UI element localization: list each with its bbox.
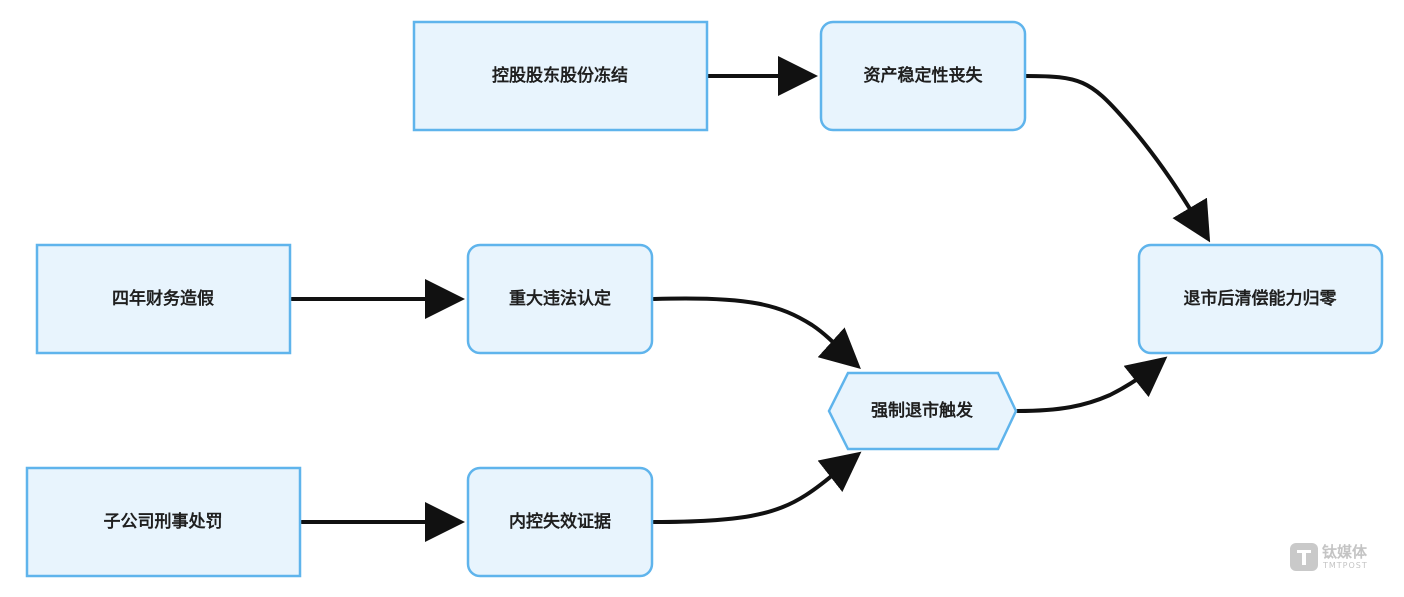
node-control-fail[interactable]: 内控失效证据: [466, 466, 654, 578]
node-control-fail-label: 内控失效证据: [509, 511, 611, 532]
node-criminal-label: 子公司刑事处罚: [104, 511, 223, 532]
node-freeze[interactable]: 控股股东股份冻结: [412, 20, 709, 132]
edge-asset-loss-to-zero: [1024, 74, 1211, 243]
node-fraud[interactable]: 四年财务造假: [35, 243, 292, 355]
node-violation[interactable]: 重大违法认定: [466, 243, 654, 355]
watermark-en: TMTPOST: [1323, 561, 1368, 570]
node-delisting-label: 强制退市触发: [871, 400, 974, 421]
node-delisting[interactable]: 强制退市触发: [827, 371, 1018, 451]
node-asset-loss[interactable]: 资产稳定性丧失: [819, 20, 1027, 132]
edges: [290, 56, 1211, 542]
node-fraud-label: 四年财务造假: [112, 288, 214, 309]
edge-delisting-to-zero: [1016, 356, 1168, 413]
node-asset-loss-label: 资产稳定性丧失: [864, 65, 984, 86]
node-freeze-label: 控股股东股份冻结: [492, 65, 628, 86]
tmtpost-logo-icon: [1290, 543, 1318, 571]
edge-control-fail-to-delisting: [652, 451, 862, 524]
node-violation-label: 重大违法认定: [509, 288, 611, 309]
node-zero[interactable]: 退市后清偿能力归零: [1137, 243, 1384, 355]
watermark: 钛媒体 TMTPOST: [1290, 541, 1390, 575]
node-criminal[interactable]: 子公司刑事处罚: [25, 466, 302, 578]
edge-violation-to-delisting: [652, 296, 861, 370]
node-zero-label: 退市后清偿能力归零: [1184, 288, 1338, 309]
watermark-cn: 钛媒体: [1322, 543, 1368, 561]
